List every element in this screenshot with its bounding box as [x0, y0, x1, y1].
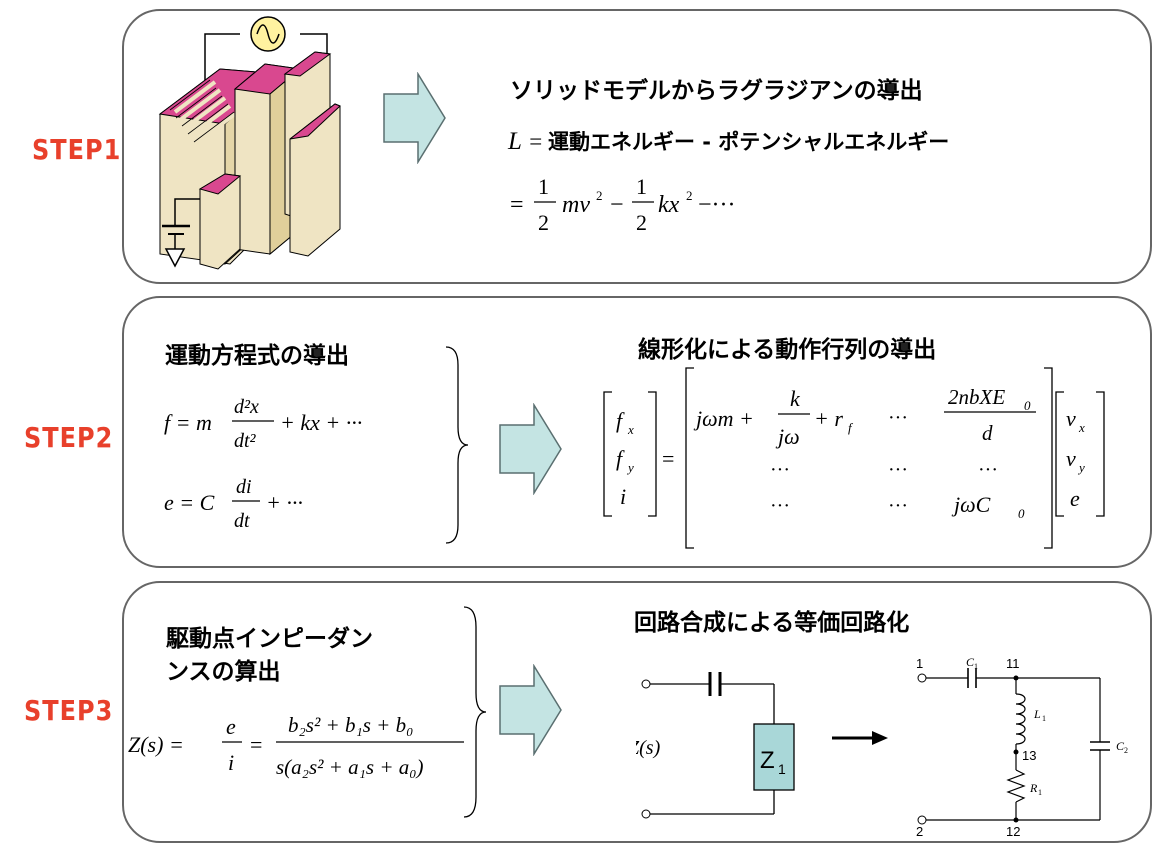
impedance-numerator: b₂s² + b₁s + b₀ — [288, 713, 413, 737]
impedance-i: i — [228, 750, 234, 775]
node-12-label: 12 — [1006, 824, 1020, 839]
lagrangian-rhs: 運動エネルギー - ポテンシャルエネルギー — [547, 130, 950, 154]
svg-text:=: = — [662, 446, 674, 471]
l1-label: L — [1033, 707, 1041, 721]
step3-left-heading-line1: 駆動点インピーダン — [166, 626, 373, 652]
force-denominator: dt² — [234, 430, 257, 452]
node-1-label: 1 — [916, 656, 923, 671]
rhs-e: e — [1070, 486, 1080, 511]
voltage-numerator: di — [236, 476, 252, 498]
cell-r2c0-dots: ··· — [770, 495, 790, 517]
process-arrow-1 — [383, 72, 446, 164]
force-numerator: d²x — [234, 396, 259, 418]
voltage-lhs: e = C — [164, 490, 215, 515]
lhs-f-y: f — [616, 446, 625, 471]
step2-panel — [122, 296, 1152, 568]
svg-text:−: − — [610, 192, 624, 218]
cell-r1c1-dots: ··· — [888, 459, 908, 481]
cell-k: k — [790, 386, 801, 411]
z1-label: Z — [760, 747, 775, 774]
equivalent-rlc-circuit: 1 C 1 11 L 1 13 R 1 C 2 2 12 — [916, 655, 1128, 839]
cell-jwm: jωm + — [693, 406, 754, 431]
voltage-tail: + ··· — [266, 490, 303, 515]
c1-label: C — [966, 655, 975, 669]
cell-e0-sub: 0 — [1024, 398, 1031, 413]
mems-device-illustration — [158, 16, 341, 270]
node-2-label: 2 — [916, 824, 923, 839]
cell-2nbxe: 2nbXE — [948, 385, 1005, 409]
c2-subscript: 2 — [1124, 746, 1128, 755]
force-lhs: f = m — [164, 410, 212, 435]
curly-brace-2 — [445, 346, 469, 544]
svg-text:=: = — [510, 192, 524, 218]
cell-c0-sub: 0 — [1018, 506, 1025, 521]
half-numerator-2: 1 — [636, 174, 647, 199]
node-11-label: 11 — [1006, 656, 1020, 671]
cell-r1c2-dots: ··· — [978, 459, 998, 481]
lhs-f-x: f — [616, 408, 625, 433]
l1-subscript: 1 — [1042, 714, 1046, 723]
impedance-lhs: Z(s) = — [128, 732, 184, 757]
c1-subscript: 1 — [974, 662, 978, 671]
half-numerator-1: 1 — [538, 174, 549, 199]
node-13-label: 13 — [1022, 748, 1036, 763]
curly-brace-3 — [463, 606, 487, 818]
step1-label: STEP1 — [32, 133, 122, 167]
step2-left-heading: 運動方程式の導出 — [165, 343, 349, 369]
zs-label: Z(s) — [636, 737, 661, 759]
process-arrow-2 — [499, 403, 562, 495]
cell-jwc0: jωC — [951, 492, 991, 517]
step2-right-heading: 線形化による動作行列の導出 — [638, 337, 937, 363]
svg-text:2: 2 — [596, 188, 603, 203]
expansion-tail: −··· — [698, 192, 736, 218]
lhs-sub-x: x — [627, 422, 634, 437]
cell-jw: jω — [775, 424, 800, 449]
lhs-i: i — [620, 484, 626, 509]
step3-panel — [122, 581, 1152, 843]
step3-right-heading: 回路合成による等価回路化 — [634, 610, 910, 636]
cell-r1c0-dots: ··· — [770, 459, 790, 481]
driving-point-circuit: Z 1 Z(s) — [636, 672, 795, 819]
lhs-sub-y: y — [626, 460, 634, 475]
impedance-e: e — [226, 714, 236, 739]
voltage-denominator: dt — [234, 510, 250, 532]
c2-label: C — [1116, 739, 1125, 753]
z1-subscript: 1 — [778, 761, 786, 777]
svg-text:2: 2 — [686, 188, 693, 203]
r1-label: R — [1029, 781, 1038, 795]
transform-arrow — [832, 731, 888, 745]
half-denominator-1: 2 — [538, 210, 549, 235]
step3-label: STEP3 — [24, 694, 114, 728]
step3-left-heading-line2: ンスの算出 — [166, 659, 281, 685]
lagrangian-symbol: L — [508, 128, 522, 155]
cell-rf-sub: f — [848, 420, 854, 435]
rhs-sub-y: y — [1077, 460, 1085, 475]
lagrangian-definition: L = 運動エネルギー - ポテンシャルエネルギー — [508, 128, 950, 155]
impedance-equation: Z(s) = e i = b₂s² + b₁s + b₀ s(a₂s² + a₁… — [128, 713, 464, 779]
half-denominator-2: 2 — [636, 210, 647, 235]
cell-d: d — [982, 421, 993, 445]
force-tail: + kx + ··· — [280, 410, 362, 435]
lagrangian-expansion: = 1 2 mv 2 − 1 2 kx 2 −··· — [510, 174, 736, 235]
cell-r2c1-dots: ··· — [888, 495, 908, 517]
step1-heading: ソリッドモデルからラグラジアンの導出 — [510, 78, 923, 104]
cell-r0c1-dots: ··· — [888, 407, 908, 429]
cell-rf: + r — [814, 406, 843, 431]
kinetic-term: mv — [562, 192, 590, 218]
r1-subscript: 1 — [1038, 788, 1042, 797]
motion-matrix-equation: f x f y i = jωm + k jω + r f ··· 2nbXE 0… — [603, 367, 1105, 549]
impedance-eq: = — [250, 732, 262, 757]
rhs-sub-x: x — [1078, 420, 1085, 435]
rhs-v-x: v — [1066, 406, 1076, 431]
step2-label: STEP2 — [24, 421, 114, 455]
process-arrow-3 — [499, 664, 562, 756]
equation-of-motion: f = m d²x dt² + kx + ··· e = C di dt + ·… — [164, 396, 362, 532]
impedance-denominator: s(a₂s² + a₁s + a₀) — [276, 755, 424, 779]
rhs-v-y: v — [1066, 446, 1076, 471]
potential-term: kx — [658, 192, 680, 218]
